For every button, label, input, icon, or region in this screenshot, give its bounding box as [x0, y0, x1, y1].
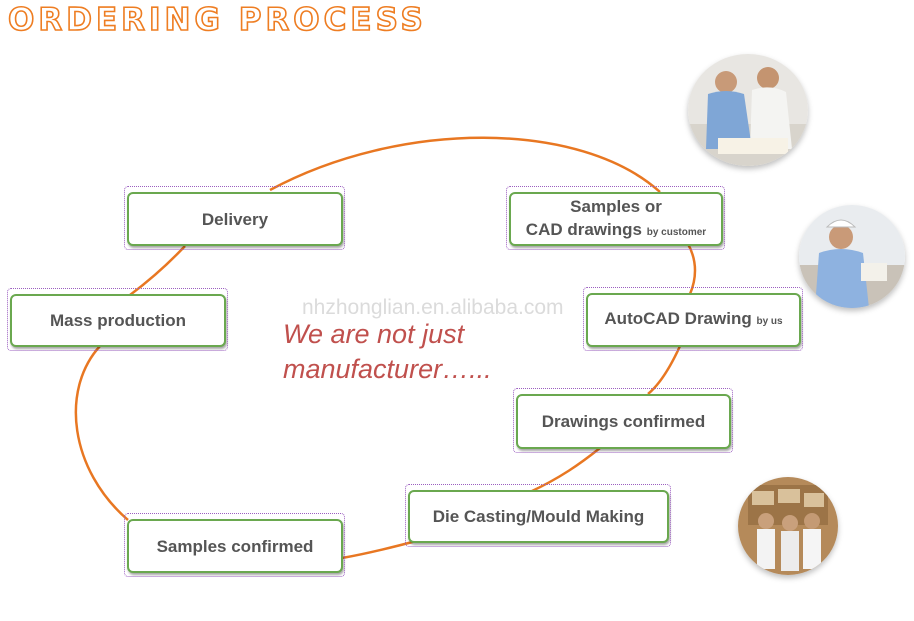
step-autocad-drawing: AutoCAD Drawing by us: [583, 287, 803, 351]
connector-samples-confirmed-to-mass: [74, 345, 129, 521]
step-mass-production: Mass production: [7, 288, 228, 351]
slogan-line2: manufacturer…...: [283, 354, 492, 384]
connector-die-to-samples-confirmed: [341, 538, 421, 560]
step-samples-main2: CAD drawings: [525, 219, 642, 239]
step-delivery-label: Delivery: [201, 209, 269, 229]
connector-drawings-to-die: [529, 447, 601, 494]
step-mass-production-label: Mass production: [49, 311, 186, 330]
connector-autocad-to-drawings: [647, 345, 682, 395]
step-die-casting-label: Die Casting/Mould Making: [432, 507, 645, 526]
step-samples-line2: CAD drawings by customer: [526, 218, 706, 244]
photo-warehouse-staff: [738, 477, 838, 575]
slogan-line1: We are not just: [283, 319, 465, 349]
step-drawings-confirmed: Drawings confirmed: [513, 388, 733, 453]
step-samples-line1: Samples or: [570, 196, 662, 216]
connector-mass-to-delivery: [129, 245, 186, 296]
step-autocad-line: AutoCAD Drawing by us: [604, 307, 782, 333]
step-samples-note: by customer: [646, 226, 707, 238]
watermark: nhzhonglian.en.alibaba.com: [302, 296, 564, 319]
step-samples-confirmed: Samples confirmed: [124, 513, 345, 577]
step-drawings-confirmed-label: Drawings confirmed: [541, 412, 706, 431]
connector-delivery-to-samples: [269, 136, 661, 193]
page-title: ORDERING PROCESS: [7, 1, 427, 39]
photo-engineers-reviewing-drawings: [688, 54, 808, 166]
step-delivery: Delivery: [124, 186, 345, 250]
slogan: We are not just manufacturer…...: [283, 317, 492, 387]
step-die-casting-mould-making: Die Casting/Mould Making: [405, 484, 671, 547]
step-samples-confirmed-label: Samples confirmed: [156, 536, 314, 556]
photo-inspector-with-helmet: [799, 205, 905, 308]
step-samples-or-cad-drawings: Samples or CAD drawings by customer: [506, 186, 725, 250]
step-autocad-main: AutoCAD Drawing: [604, 309, 752, 328]
step-autocad-note: by us: [756, 316, 783, 327]
connector-samples-to-autocad: [686, 243, 697, 295]
